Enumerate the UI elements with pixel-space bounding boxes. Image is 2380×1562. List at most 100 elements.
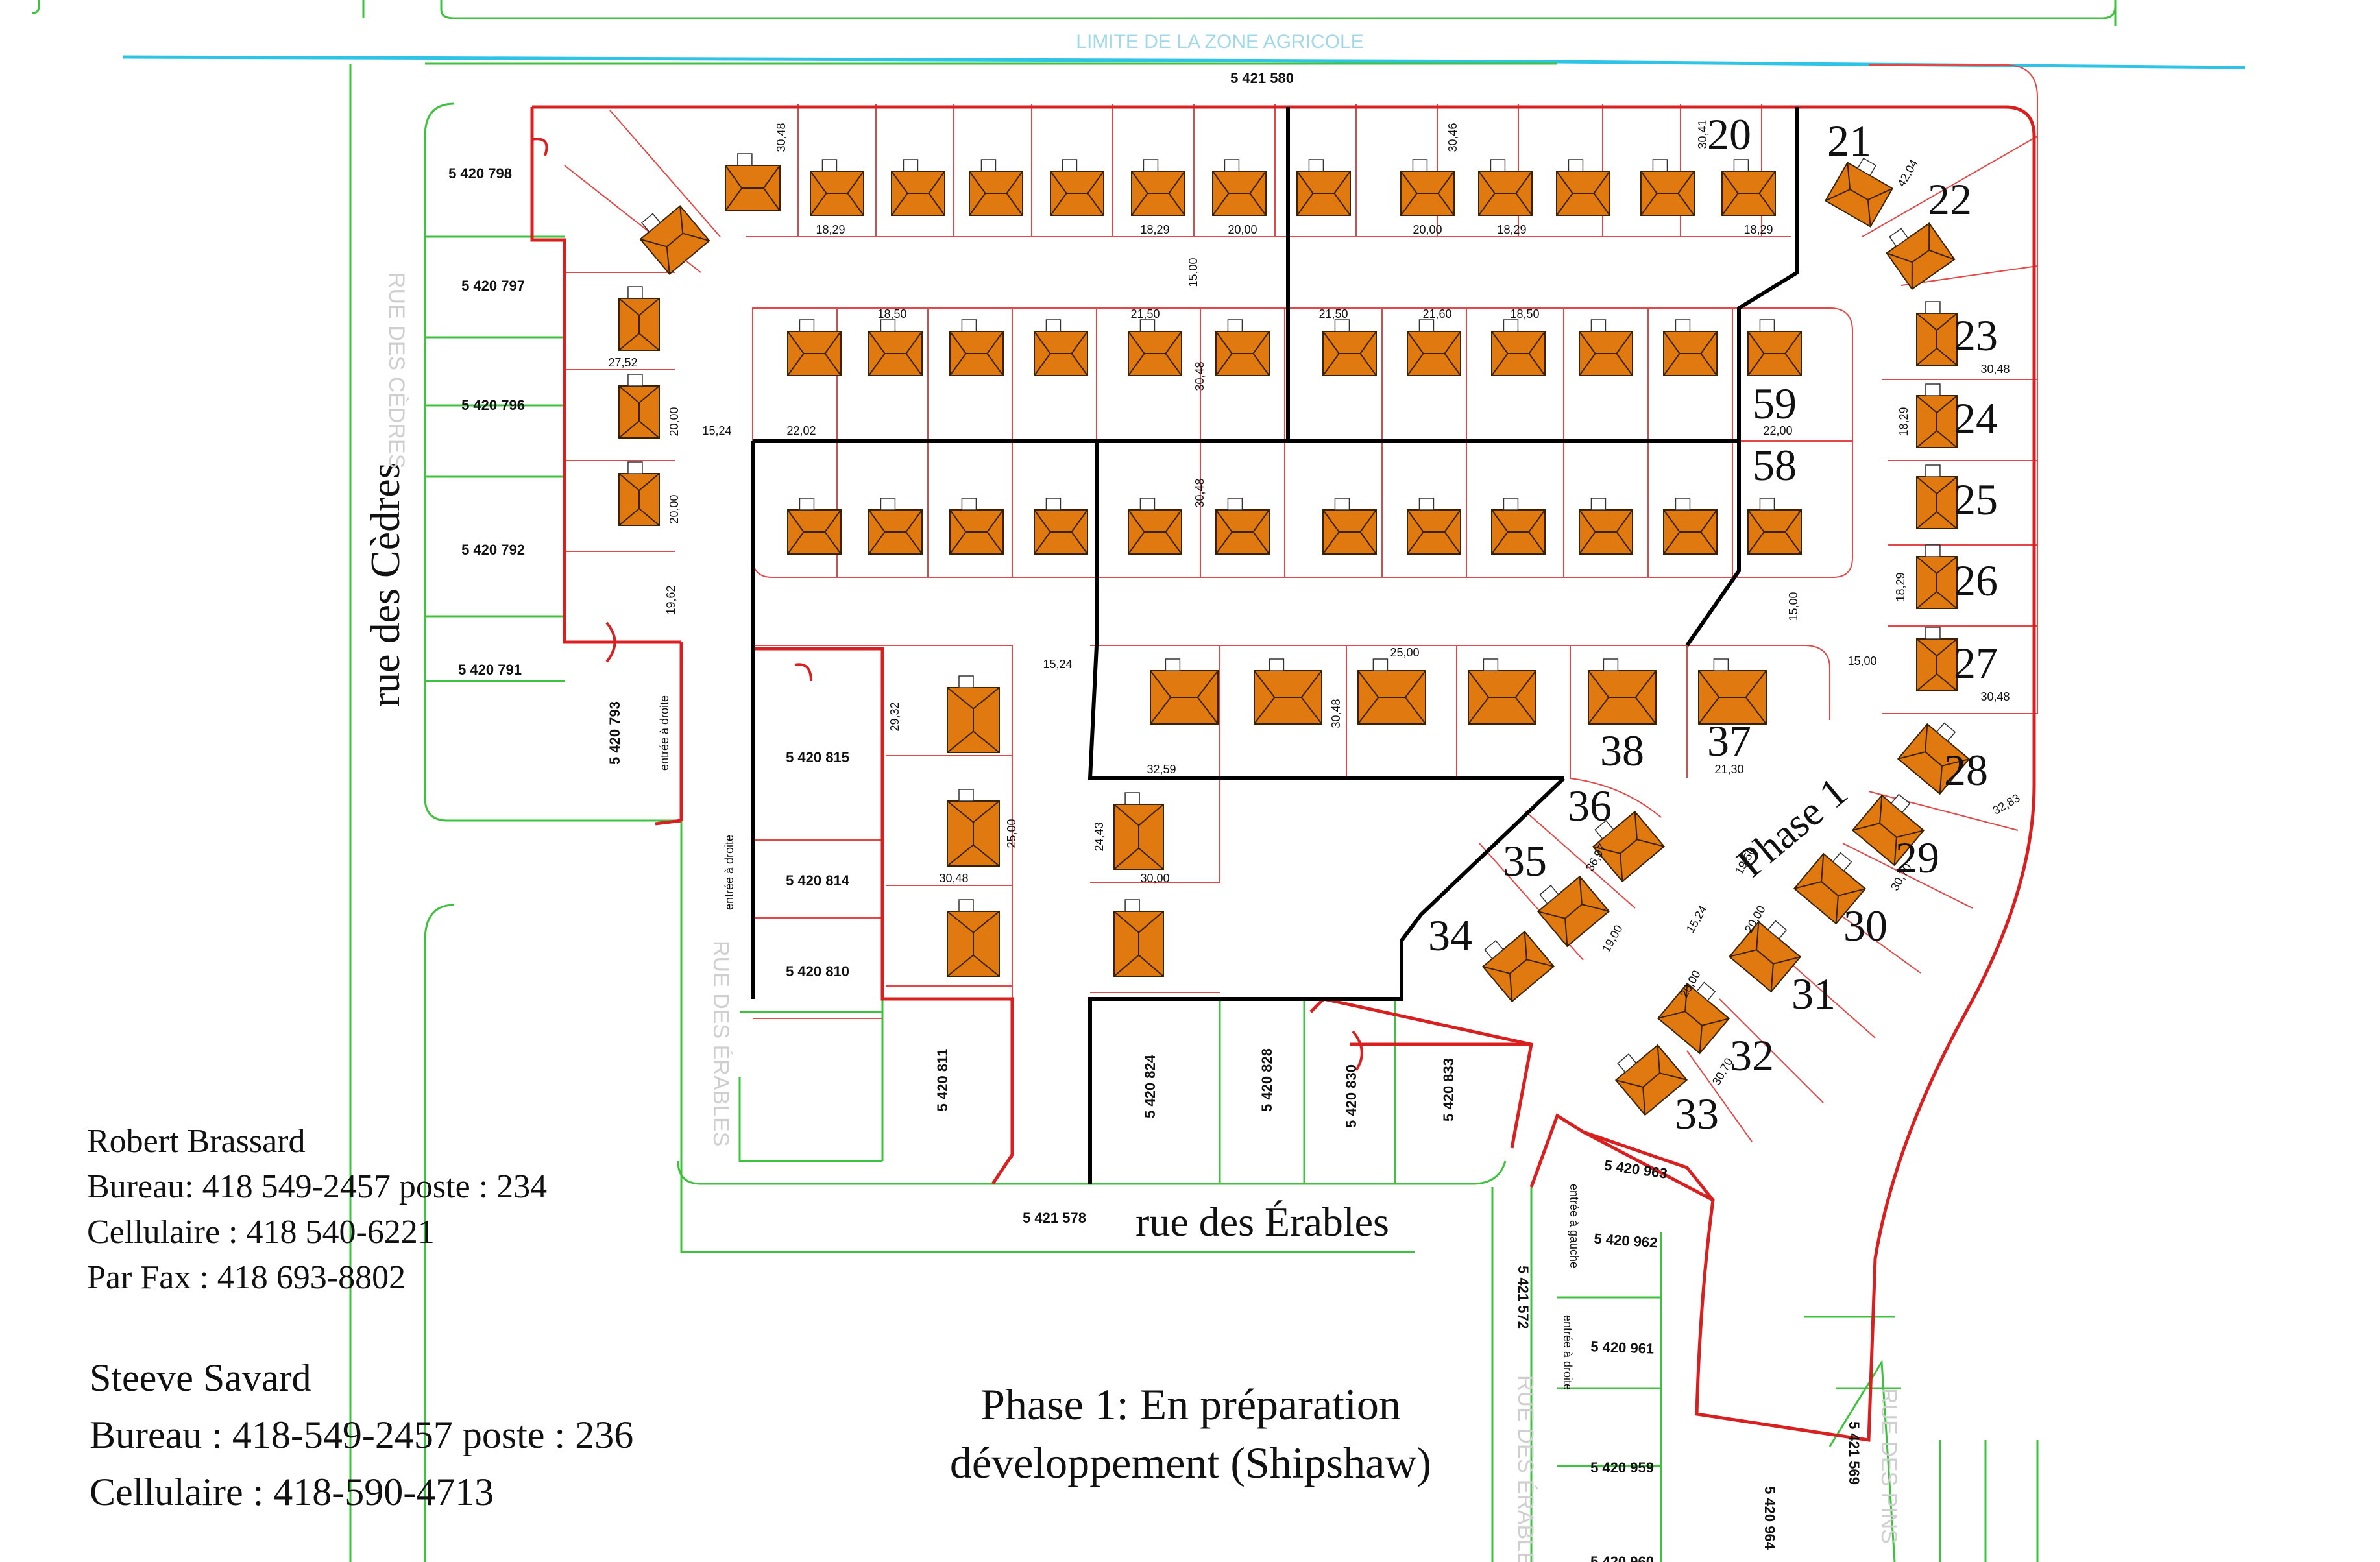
house-icon bbox=[947, 789, 1000, 867]
house-group bbox=[618, 153, 1971, 1116]
house-icon bbox=[1536, 875, 1610, 948]
house-icon bbox=[1824, 157, 1894, 228]
house-icon bbox=[1407, 498, 1461, 555]
lot-number: 32 bbox=[1730, 1031, 1774, 1080]
cadastre-number: 5 420 793 bbox=[607, 701, 623, 765]
lot-number: 25 bbox=[1954, 475, 1998, 524]
contact-name: Robert Brassard bbox=[87, 1123, 306, 1160]
dimension-label: 30,48 bbox=[1980, 690, 2010, 703]
house-icon bbox=[1322, 498, 1377, 555]
house-icon bbox=[1916, 544, 1958, 609]
lot-number: 28 bbox=[1944, 745, 1988, 795]
lot-number: 29 bbox=[1895, 833, 1939, 882]
house-icon bbox=[969, 159, 1023, 216]
house-icon bbox=[618, 286, 660, 351]
house-icon bbox=[1614, 1044, 1688, 1116]
house-icon bbox=[810, 159, 864, 216]
house-icon bbox=[1357, 658, 1426, 725]
street-erables-faint-2: RUE DES ÉRABLES bbox=[1513, 1375, 1538, 1562]
contact-robert: Robert Brassard Bureau: 418 549-2457 pos… bbox=[87, 1119, 547, 1301]
cadastre-number: 5 420 815 bbox=[786, 749, 849, 765]
phase-caption: Phase 1: En préparation développement (S… bbox=[912, 1375, 1470, 1492]
house-icon bbox=[1468, 658, 1536, 725]
dimension-label: 15,00 bbox=[1847, 655, 1876, 667]
house-icon bbox=[1215, 498, 1270, 555]
cadastre-number: 5 420 792 bbox=[461, 542, 525, 558]
dimension-label: 20,00 bbox=[1228, 223, 1257, 236]
house-icon bbox=[787, 319, 842, 376]
dimension-label: 18,29 bbox=[1894, 572, 1907, 601]
dimension-layer: 30,48 18,29 18,29 20,00 30,46 20,00 18,29 30,41… bbox=[608, 119, 2022, 1087]
dimension-label: 18,50 bbox=[877, 307, 906, 320]
dimension-label: 15,00 bbox=[1187, 258, 1200, 287]
cadastre-number: 5 421 578 bbox=[1023, 1210, 1086, 1226]
dimension-label: 19,62 bbox=[664, 585, 677, 614]
contact-cell: Cellulaire : 418-590-4713 bbox=[90, 1471, 494, 1513]
dimension-label: 18,29 bbox=[1140, 223, 1169, 236]
dimension-label: 27,52 bbox=[608, 356, 637, 369]
house-icon bbox=[1698, 658, 1767, 725]
dimension-label: 30,00 bbox=[1140, 872, 1169, 885]
entrance-layer: entrée à droite entrée à droite entrée à g… bbox=[658, 695, 1581, 1390]
house-icon bbox=[1128, 319, 1182, 376]
entrance-note: entrée à droite bbox=[658, 695, 671, 771]
dimension-label: 24,43 bbox=[1093, 822, 1106, 851]
house-icon bbox=[1657, 981, 1730, 1055]
contact-office: Bureau : 418-549-2457 poste : 236 bbox=[90, 1413, 634, 1456]
dimension-label: 21,50 bbox=[1130, 307, 1160, 320]
dimension-label: 25,00 bbox=[1390, 646, 1419, 659]
cadastre-number: 5 420 959 bbox=[1590, 1460, 1654, 1476]
house-icon bbox=[1481, 930, 1555, 1003]
house-icon bbox=[1663, 498, 1718, 555]
street-cedres: rue des Cèdres bbox=[362, 463, 408, 707]
house-icon bbox=[1721, 159, 1776, 216]
house-icon bbox=[891, 159, 945, 216]
lot-number: 30 bbox=[1843, 901, 1888, 950]
house-icon bbox=[618, 461, 660, 526]
lot-number: 59 bbox=[1753, 379, 1797, 428]
cadastre-number: 5 421 580 bbox=[1230, 70, 1294, 86]
dimension-label: 30,48 bbox=[1193, 361, 1206, 390]
agricultural-zone-limit bbox=[123, 55, 2246, 69]
house-icon bbox=[1212, 159, 1267, 216]
dimension-label: 30,48 bbox=[1193, 478, 1206, 507]
phase-boundary bbox=[751, 107, 1799, 1184]
lot-number: 24 bbox=[1954, 394, 1998, 443]
dimension-label: 19,00 bbox=[1599, 922, 1625, 954]
lot-number: 23 bbox=[1954, 311, 1998, 360]
lot-number: 35 bbox=[1503, 836, 1547, 885]
contact-steeve: Steeve Savard Bureau : 418-549-2457 post… bbox=[90, 1349, 633, 1520]
house-icon bbox=[1034, 319, 1088, 376]
dimension-label: 20,00 bbox=[668, 494, 681, 523]
dimension-label: 30,41 bbox=[1696, 119, 1709, 149]
dimension-label: 30,46 bbox=[1446, 123, 1459, 152]
lot-number: 22 bbox=[1928, 174, 1972, 224]
dimension-label: 22,00 bbox=[1763, 424, 1792, 437]
dimension-label: 32,59 bbox=[1147, 763, 1176, 776]
dimension-label: 18,29 bbox=[1743, 223, 1773, 236]
dimension-label: 30,48 bbox=[939, 872, 968, 885]
dimension-label: 21,30 bbox=[1714, 763, 1743, 776]
house-icon bbox=[1034, 498, 1088, 555]
house-icon bbox=[1407, 319, 1461, 376]
dimension-label: 20,00 bbox=[668, 407, 681, 436]
house-icon bbox=[787, 498, 842, 555]
cadastre-number: 5 421 569 bbox=[1846, 1421, 1862, 1485]
house-icon bbox=[1916, 464, 1958, 529]
house-icon bbox=[949, 319, 1004, 376]
cadastre-number: 5 421 572 bbox=[1515, 1266, 1531, 1329]
house-icon bbox=[1296, 159, 1351, 216]
cadastre-number: 5 420 798 bbox=[448, 165, 512, 182]
house-icon bbox=[1254, 658, 1322, 725]
lot-number: 33 bbox=[1675, 1089, 1719, 1138]
lot-number: 37 bbox=[1707, 716, 1751, 765]
house-icon bbox=[1113, 899, 1164, 977]
entrance-note: entrée à gauche bbox=[1568, 1184, 1581, 1268]
cadastre-number: 5 420 833 bbox=[1440, 1058, 1457, 1122]
contact-name: Steeve Savard bbox=[90, 1356, 311, 1399]
entrance-note: entrée à droite bbox=[723, 835, 736, 910]
dimension-label: 20,00 bbox=[1413, 223, 1442, 236]
house-icon bbox=[949, 498, 1004, 555]
house-icon bbox=[725, 153, 781, 211]
cadastre-number: 5 420 791 bbox=[458, 662, 522, 678]
